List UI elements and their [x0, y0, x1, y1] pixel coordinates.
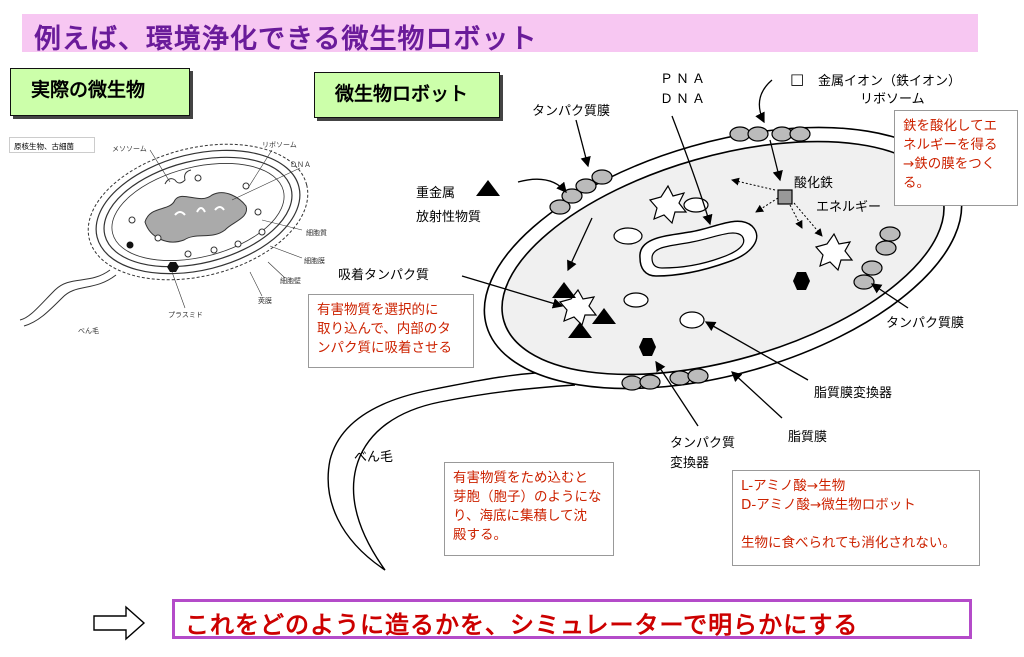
title-bar: 例えば、環境浄化できる微生物ロボット [22, 14, 978, 55]
category-box: 原核生物、古細菌 [9, 137, 95, 153]
note-spore-line: 有害物質をため込むと [453, 470, 588, 486]
label-dna: ＤＮＡ [660, 92, 709, 107]
note-iron-line: ネルギーを得る [903, 137, 998, 153]
label-lipid-membrane: 脂質膜 [788, 430, 828, 445]
note-amino-line: L-アミノ酸→生物 [741, 478, 846, 494]
label-protein-transducer-2: 変換器 [670, 456, 710, 471]
note-adsorb-line: 取り込んで、内部のタ [317, 321, 451, 337]
left-cell [19, 143, 309, 327]
label-protein-transducer-1: タンパク質 [670, 436, 736, 451]
note-adsorb-line: 有害物質を選択的に [317, 302, 439, 318]
label-cell-membrane: 細胞膜 [304, 257, 325, 265]
label-ribosome: リボソーム [860, 92, 925, 107]
real-microbe-header: 実際の微生物 [10, 68, 190, 116]
note-iron: 鉄を酸化してエ ネルギーを得る →鉄の膜をつく る。 [894, 110, 1018, 206]
bottom-text: これをどのように造るかを、シミュレーターで明らかにする [185, 611, 859, 639]
real-microbe-header-text: 実際の微生物 [31, 79, 146, 101]
note-adsorb: 有害物質を選択的に 取り込んで、内部のタ ンパク質に吸着させる [308, 294, 474, 368]
label-plasmid: プラスミド [168, 311, 203, 319]
label-adsorption-protein: 吸着タンパク質 [338, 268, 430, 283]
label-flagellum-small: べん毛 [78, 327, 99, 335]
label-iron-oxide: 酸化鉄 [794, 176, 834, 191]
label-protein-membrane-right: タンパク質膜 [886, 316, 965, 331]
square-legend-icon: □ [790, 70, 805, 88]
label-mesosome: メソソーム [112, 145, 147, 153]
label-metal-ion: 金属イオン（鉄イオン） [818, 74, 962, 89]
label-heavy-metal: 重金属 [416, 186, 456, 201]
note-spore-line: り、海底に集積して沈 [453, 508, 588, 524]
label-protein-membrane-top: タンパク質膜 [532, 104, 611, 119]
label-pna: ＰＮＡ [660, 72, 709, 87]
note-adsorb-line: ンパク質に吸着させる [317, 340, 452, 356]
label-capsule: 莢膜 [258, 297, 272, 305]
note-amino-spacer [741, 515, 971, 534]
robot-cell [327, 79, 963, 571]
label-cell-wall: 細胞壁 [280, 277, 301, 285]
robot-header: 微生物ロボット [314, 72, 500, 118]
label-flagellum: べん毛 [354, 450, 394, 465]
label-dna-small: ＤＮＡ [290, 161, 311, 169]
note-amino-line: 生物に食べられても消化されない。 [741, 535, 956, 551]
bottom-banner: これをどのように造るかを、シミュレーターで明らかにする [172, 599, 972, 639]
note-iron-line: 鉄を酸化してエ [903, 118, 998, 134]
label-energy: エネルギー [816, 200, 882, 215]
page-title: 例えば、環境浄化できる微生物ロボット [34, 24, 538, 55]
label-ribosome-small: リボソーム [262, 141, 297, 149]
robot-header-text: 微生物ロボット [335, 83, 469, 105]
note-iron-line: →鉄の膜をつく [903, 156, 996, 172]
note-iron-line: る。 [903, 175, 930, 191]
label-radioactive: 放射性物質 [416, 210, 482, 225]
label-lipid-transducer: 脂質膜変換器 [814, 386, 893, 401]
note-spore-line: 芽胞（胞子）のようにな [453, 489, 602, 505]
note-amino: L-アミノ酸→生物 D-アミノ酸→微生物ロボット 生物に食べられても消化されない… [732, 470, 980, 566]
right-arrow-icon [93, 605, 146, 641]
note-spore: 有害物質をため込むと 芽胞（胞子）のようにな り、海底に集積して沈 殿する。 [444, 462, 614, 556]
note-amino-line: D-アミノ酸→微生物ロボット [741, 497, 916, 513]
label-cytoplasm: 細胞質 [306, 229, 327, 237]
note-spore-line: 殿する。 [453, 527, 507, 543]
